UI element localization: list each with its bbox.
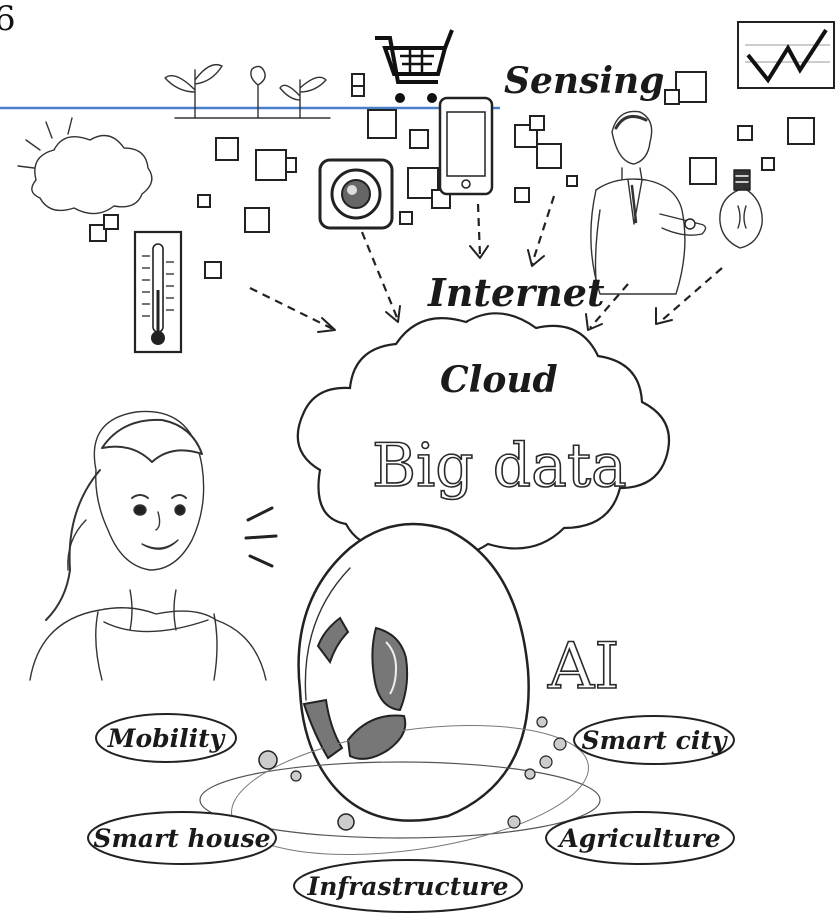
camera-lens-icon xyxy=(318,158,394,230)
app-mobility: Mobility xyxy=(95,713,237,763)
app-infrastructure: Infrastructure xyxy=(293,859,523,913)
internet-label: Internet xyxy=(427,270,605,315)
app-infrastructure-label: Infrastructure xyxy=(307,872,509,901)
line-chart-icon xyxy=(737,21,835,89)
orbit-lines xyxy=(199,716,601,855)
cloud-label: Cloud xyxy=(440,359,558,401)
corner-mark: 6 xyxy=(0,0,16,39)
shopping-cart-icon xyxy=(375,29,454,103)
lightbulb-icon xyxy=(719,169,763,249)
plants-icon xyxy=(164,63,331,119)
speech-lines xyxy=(244,506,278,568)
ai-egg-icon xyxy=(297,522,530,822)
thermometer-icon xyxy=(133,230,183,354)
app-smart-house: Smart house xyxy=(87,811,277,865)
arrows-to-cloud xyxy=(249,195,723,333)
app-smart-city-label: Smart city xyxy=(582,726,728,755)
app-mobility-label: Mobility xyxy=(107,724,226,753)
ai-label: AI xyxy=(547,630,620,704)
app-smart-city: Smart city xyxy=(573,715,735,765)
app-smart-house-label: Smart house xyxy=(93,824,270,853)
woman-speaking-icon xyxy=(29,410,267,681)
businessman-watch-icon xyxy=(590,110,707,295)
smartphone-icon xyxy=(438,96,494,196)
sensing-label: Sensing xyxy=(504,60,664,102)
decorative-squares xyxy=(89,71,815,279)
sun-cloud-icon xyxy=(17,117,153,215)
big-data-label: Big data xyxy=(372,431,627,501)
app-agriculture-label: Agriculture xyxy=(557,824,720,853)
app-agriculture: Agriculture xyxy=(545,811,735,865)
